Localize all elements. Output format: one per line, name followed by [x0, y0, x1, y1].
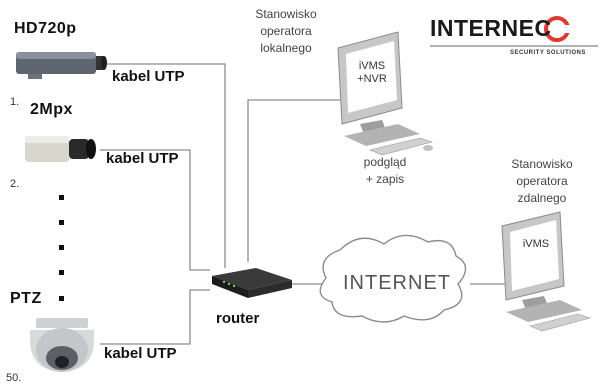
camera-ptz-number: 50. [6, 372, 22, 384]
local-caption-line: + zapis [365, 172, 405, 186]
remote-workstation-icon [501, 211, 592, 332]
internet-cloud-icon [319, 234, 467, 323]
internet-label: INTERNET [343, 272, 451, 294]
camera-2-label: 2Mpx [30, 101, 73, 118]
continuation-dot [59, 195, 64, 200]
cable-label-cam2: kabel UTP [106, 150, 179, 167]
internec-logo-icon [430, 16, 598, 47]
camera-1-label: HD720p [14, 20, 77, 37]
continuation-dot [59, 245, 64, 250]
cable-label-cam50: kabel UTP [104, 345, 177, 362]
remote-station-title: Stanowisko operatora zdalnego [482, 156, 602, 207]
line-router-local [247, 99, 340, 262]
remote-station-title-line: Stanowisko [511, 157, 573, 171]
camera-1-number: 1. [10, 96, 20, 108]
cable-line-cam2 [100, 149, 210, 271]
remote-screen-line: iVMS [522, 238, 550, 250]
local-screen-text: iVMS +NVR [352, 60, 392, 86]
local-workstation-icon [337, 31, 434, 156]
local-station-caption: podgląd + zapis [350, 154, 420, 188]
cable-line-cam1 [100, 63, 226, 268]
router-label: router [216, 310, 260, 327]
camera-ptz-dome-icon [30, 318, 94, 372]
camera-2-number: 2. [10, 178, 20, 190]
continuation-dot [59, 296, 64, 301]
local-station-title: Stanowisko operatora lokalnego [236, 6, 336, 57]
local-screen-line: +NVR [357, 73, 387, 85]
brand-tagline: SECURITY SOLUTIONS [510, 50, 586, 56]
camera-2mpx-icon [25, 136, 96, 162]
local-station-title-line: operatora [260, 24, 312, 38]
remote-screen-text: iVMS [516, 238, 556, 251]
brand-name: INTERNEC [430, 15, 552, 41]
remote-station-title-line: operatora [516, 174, 568, 188]
local-station-title-line: Stanowisko [255, 7, 317, 21]
cable-label-cam1: kabel UTP [112, 68, 185, 85]
local-screen-line: iVMS [358, 60, 386, 72]
camera-hd720p-icon [16, 52, 107, 79]
local-station-title-line: lokalnego [260, 41, 312, 55]
local-caption-line: podgląd [363, 155, 407, 169]
continuation-dot [59, 270, 64, 275]
remote-station-title-line: zdalnego [517, 191, 567, 205]
camera-ptz-label: PTZ [10, 290, 42, 307]
router-icon [212, 268, 292, 298]
continuation-dot [59, 220, 64, 225]
cable-line-cam50 [100, 289, 210, 345]
